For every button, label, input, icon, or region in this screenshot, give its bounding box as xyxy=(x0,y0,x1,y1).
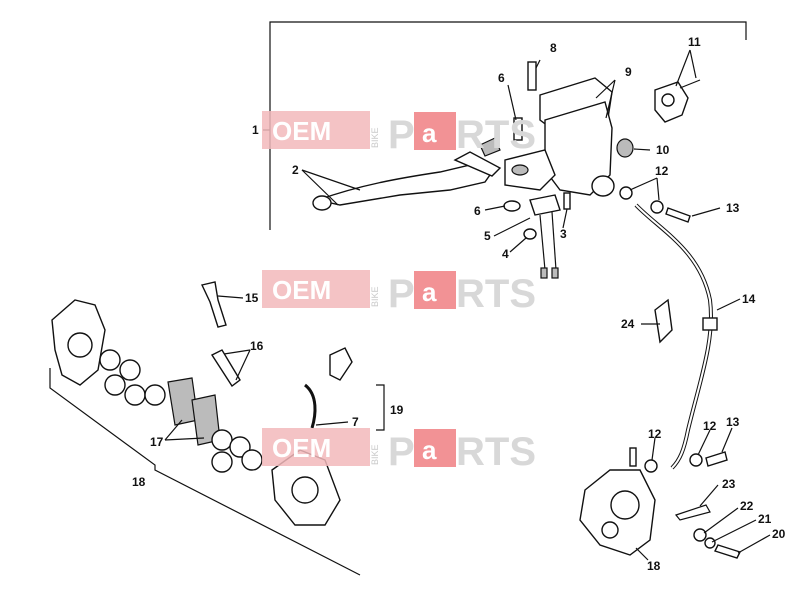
callout-12-top: 12 xyxy=(655,164,669,178)
callout-17: 17 xyxy=(150,435,164,449)
svg-text:BIKE: BIKE xyxy=(370,444,380,465)
svg-text:RTS: RTS xyxy=(456,272,536,316)
assembly-bracket-19 xyxy=(376,384,385,431)
washer-12b xyxy=(650,200,664,214)
callout-12-lower-right: 12 xyxy=(703,419,717,433)
handlebar-clamp xyxy=(654,79,701,123)
washer-22 xyxy=(693,528,707,542)
callout-13-top: 13 xyxy=(726,201,740,215)
callout-16: 16 xyxy=(250,339,264,353)
leader-2a xyxy=(301,169,361,191)
bolt-20 xyxy=(714,544,741,559)
washer-12a xyxy=(619,186,633,200)
hose-guide xyxy=(702,317,718,331)
brake-switch xyxy=(523,194,561,279)
pin-23 xyxy=(674,504,711,521)
bleed-valve-19 xyxy=(329,347,353,381)
svg-text:BIKE: BIKE xyxy=(370,127,380,148)
washer-12d xyxy=(689,453,703,467)
screw-6-top xyxy=(513,117,523,141)
pins-16 xyxy=(210,349,241,388)
svg-text:OEM: OEM xyxy=(272,433,331,463)
callout-3: 3 xyxy=(560,227,567,241)
svg-text:a: a xyxy=(422,118,437,148)
callout-18-right: 18 xyxy=(647,559,661,573)
callout-22: 22 xyxy=(740,499,754,513)
svg-text:RTS: RTS xyxy=(456,430,536,474)
watermark-bottom: OEM BIKE P a RTS xyxy=(262,428,536,474)
banjo-bolt-13-low xyxy=(705,451,728,467)
banjo-bolt-13-top xyxy=(665,207,691,223)
callout-21: 21 xyxy=(758,512,772,526)
callout-10: 10 xyxy=(656,143,670,157)
svg-text:OEM: OEM xyxy=(272,275,331,305)
callout-13-low: 13 xyxy=(726,415,740,429)
screw-8 xyxy=(527,61,537,91)
brake-lever xyxy=(312,151,502,211)
nut-6 xyxy=(503,200,521,212)
svg-text:P: P xyxy=(388,430,415,474)
pin-3 xyxy=(563,192,571,210)
callout-11: 11 xyxy=(688,35,701,49)
spring xyxy=(479,137,501,157)
svg-text:a: a xyxy=(422,435,437,465)
callout-7: 7 xyxy=(352,415,359,429)
master-cylinder xyxy=(479,61,615,197)
callout-5: 5 xyxy=(484,229,491,243)
watermark-top: OEM BIKE P a RTS xyxy=(262,111,536,157)
caliper-left-exploded xyxy=(51,299,341,526)
callout-12-lower-left: 12 xyxy=(648,427,662,441)
bridge-pipe-7 xyxy=(303,383,317,429)
callout-14: 14 xyxy=(742,292,756,306)
leader-2b xyxy=(301,169,339,206)
svg-text:OEM: OEM xyxy=(272,116,331,146)
callout-1: 1 xyxy=(252,123,259,137)
callout-2: 2 xyxy=(292,163,299,177)
cap-10 xyxy=(616,138,634,158)
svg-text:a: a xyxy=(422,277,437,307)
callout-20: 20 xyxy=(772,527,786,541)
callout-23: 23 xyxy=(722,477,736,491)
callout-19: 19 xyxy=(390,403,404,417)
watermark-middle: OEM BIKE P a RTS xyxy=(262,270,536,316)
svg-text:RTS: RTS xyxy=(456,113,536,157)
callout-8: 8 xyxy=(550,41,557,55)
svg-text:P: P xyxy=(388,272,415,316)
callout-9: 9 xyxy=(625,65,632,79)
callout-15: 15 xyxy=(245,291,259,305)
washer-21 xyxy=(704,537,716,549)
callout-24: 24 xyxy=(621,317,635,331)
callout-18-left: 18 xyxy=(132,475,146,489)
caliper-right xyxy=(579,447,656,556)
hose-clip-24 xyxy=(654,298,673,344)
callout-6-top: 6 xyxy=(498,71,505,85)
assembly-bracket-18 xyxy=(49,368,361,576)
svg-text:BIKE: BIKE xyxy=(370,286,380,307)
callout-4: 4 xyxy=(502,247,509,261)
washer-12c xyxy=(644,459,658,473)
callout-6-low: 6 xyxy=(474,204,481,218)
spring-15 xyxy=(200,281,227,328)
svg-text:P: P xyxy=(388,113,415,157)
